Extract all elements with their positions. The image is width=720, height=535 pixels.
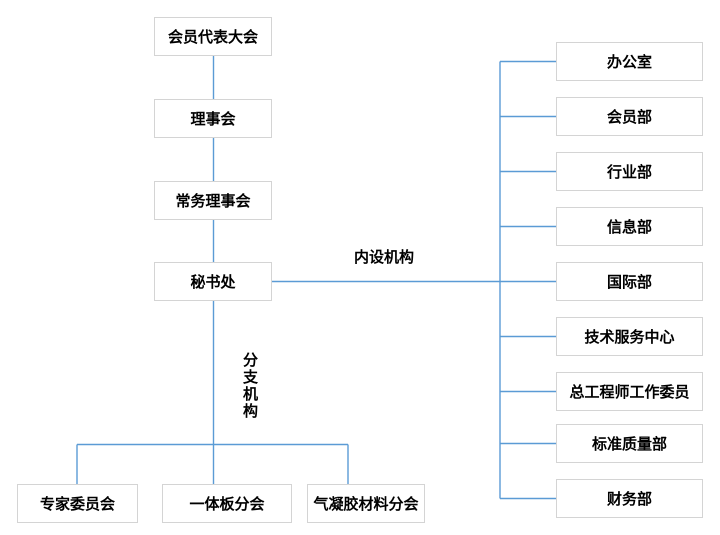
node-standards-quality-dept: 标准质量部 [556, 424, 703, 463]
node-finance-dept: 财务部 [556, 479, 703, 518]
node-standing-council: 常务理事会 [154, 181, 272, 220]
node-aerogel-branch: 气凝胶材料分会 [307, 484, 425, 523]
node-information-dept: 信息部 [556, 207, 703, 246]
node-chief-engineer-committee: 总工程师工作委员 [556, 372, 703, 411]
node-international-dept: 国际部 [556, 262, 703, 301]
node-integrated-panel-branch: 一体板分会 [162, 484, 292, 523]
node-tech-service-center: 技术服务中心 [556, 317, 703, 356]
internal-departments-label: 内设机构 [354, 248, 415, 266]
node-industry-dept: 行业部 [556, 152, 703, 191]
node-office: 办公室 [556, 42, 703, 81]
node-council: 理事会 [154, 99, 272, 138]
branches-label: 分支机构 [241, 352, 259, 420]
node-member-assembly: 会员代表大会 [154, 17, 272, 56]
node-expert-committee: 专家委员会 [17, 484, 138, 523]
node-membership-dept: 会员部 [556, 97, 703, 136]
node-secretariat: 秘书处 [154, 262, 272, 301]
